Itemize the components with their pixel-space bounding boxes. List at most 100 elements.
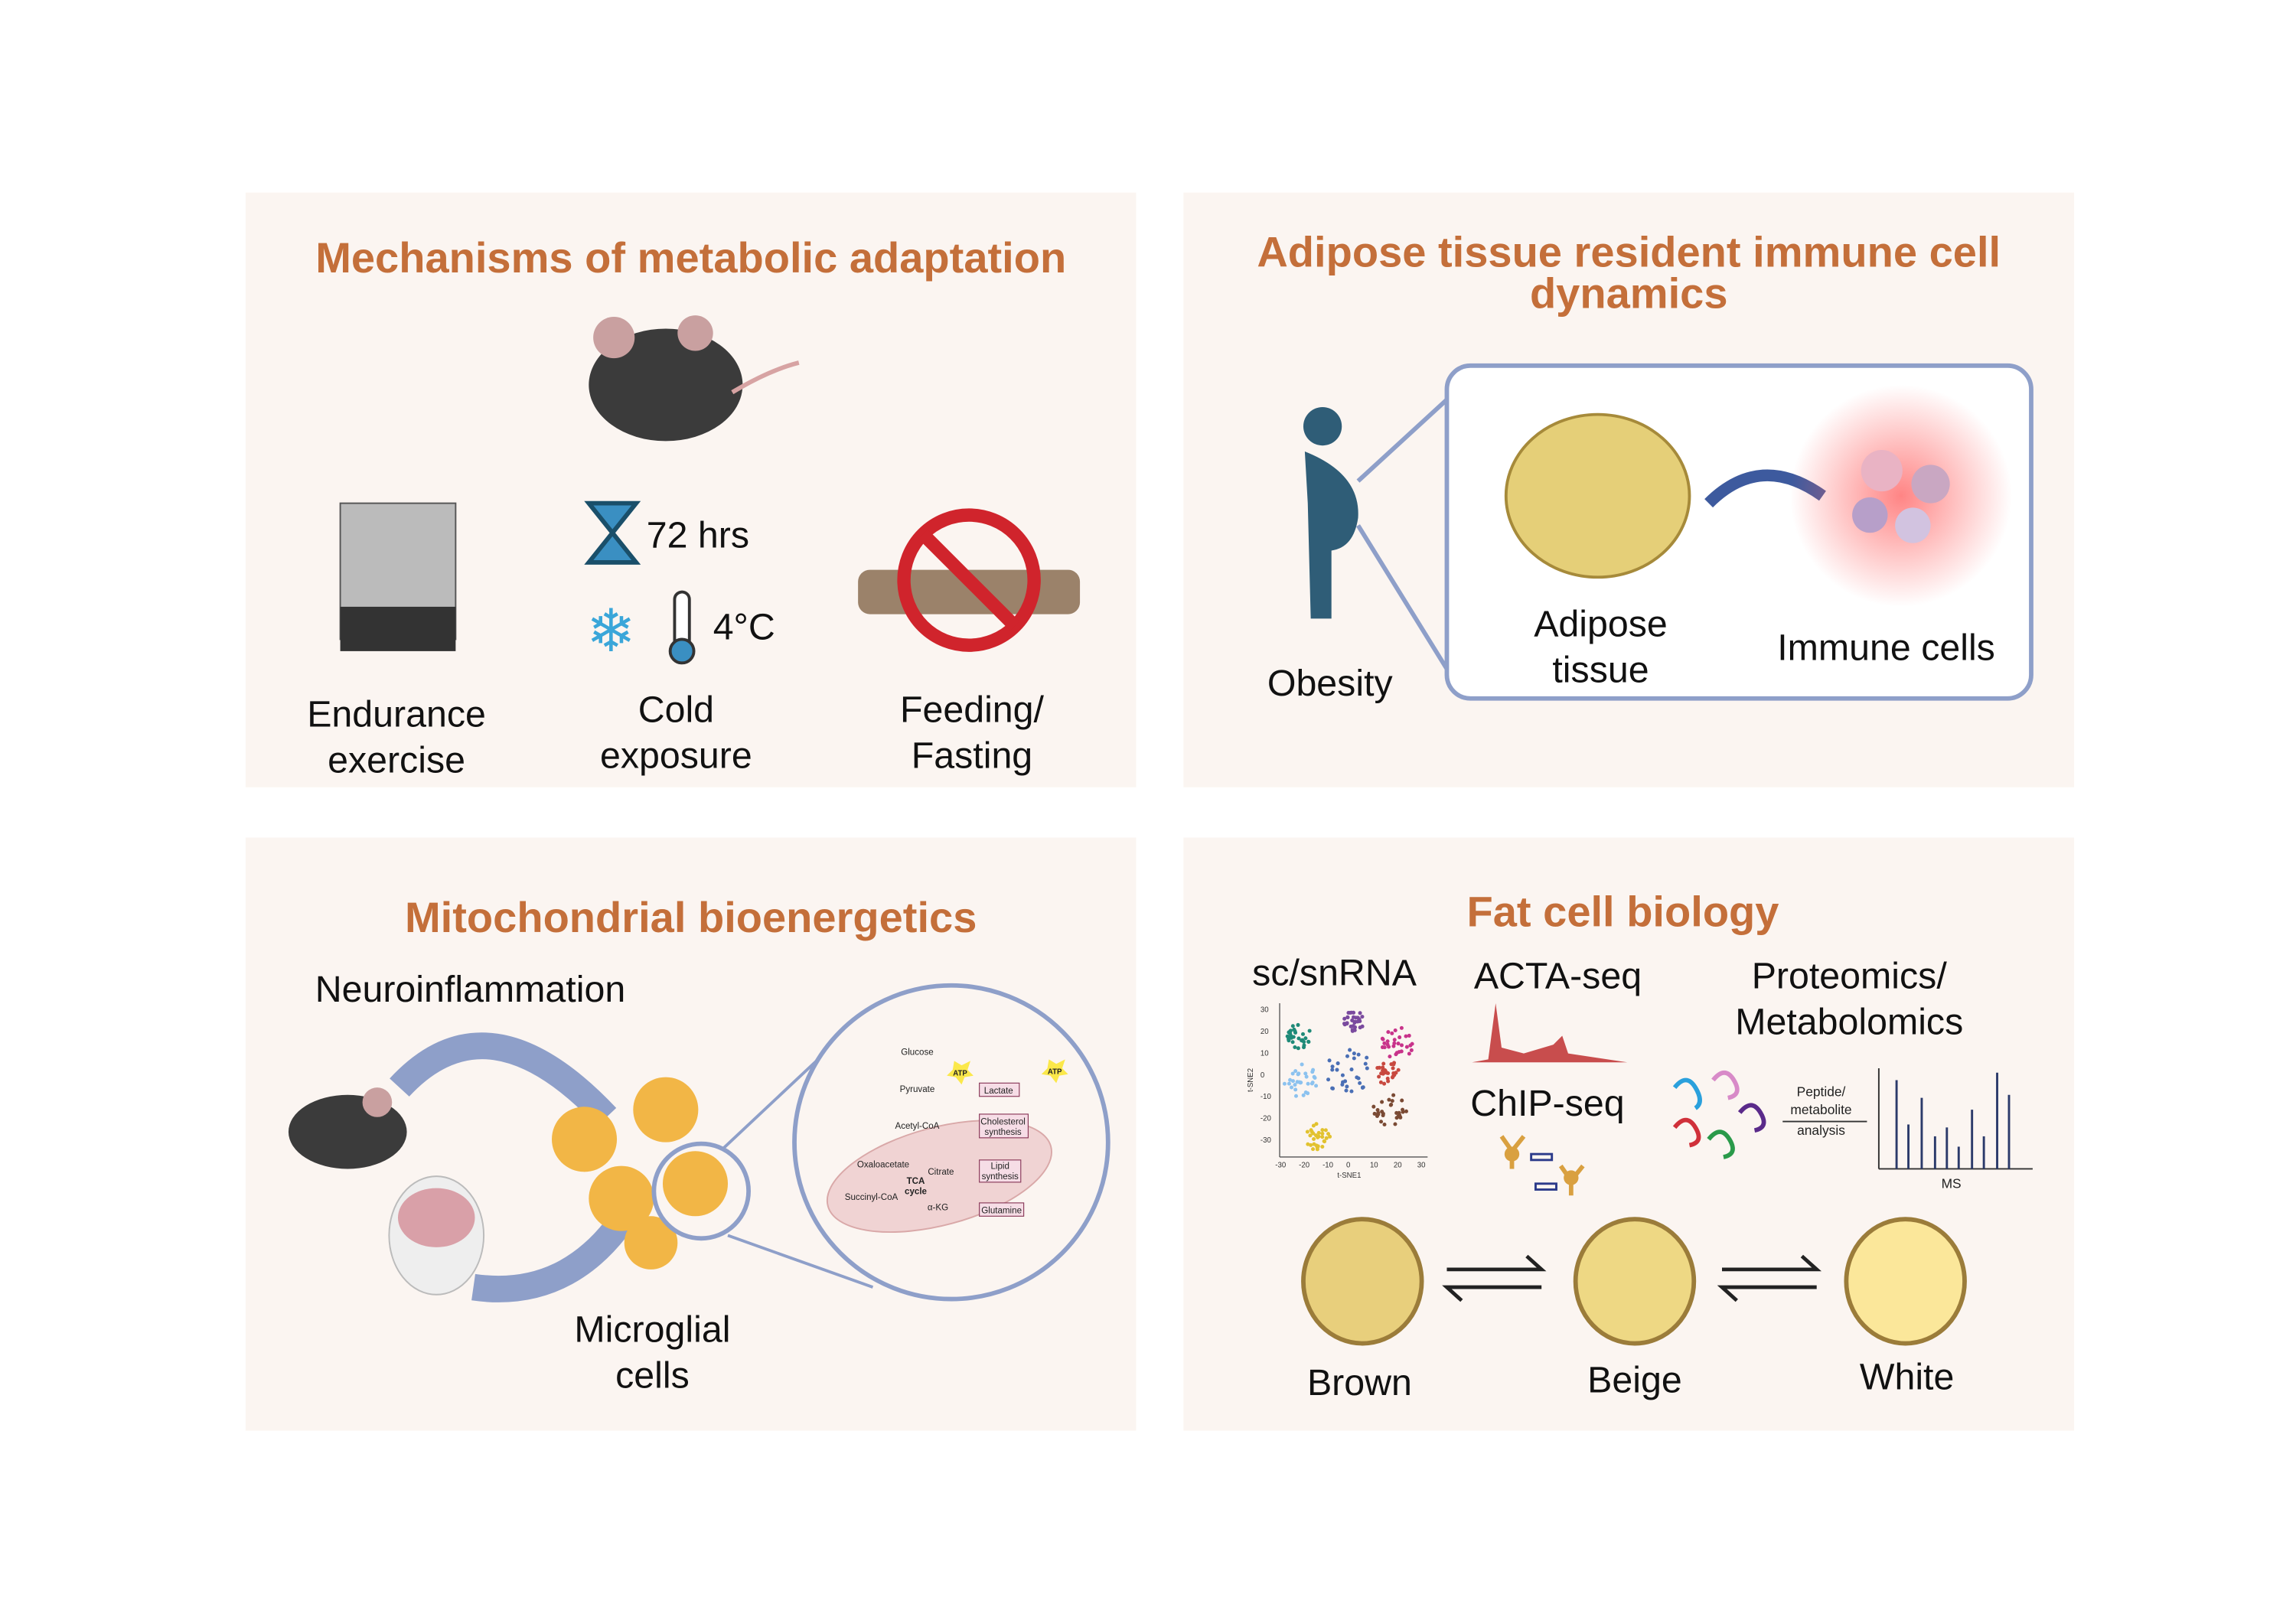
tsne-point: [1372, 1111, 1377, 1116]
label-brown: Brown: [1307, 1362, 1412, 1403]
tsne-point: [1311, 1147, 1316, 1152]
tsne-point: [1387, 1097, 1391, 1102]
tsne-point: [1358, 1025, 1362, 1030]
node-atp: ATP: [1048, 1068, 1062, 1077]
tsne-point: [1320, 1128, 1325, 1133]
node-glutamine: Glutamine: [981, 1206, 1022, 1215]
label-tissue: tissue: [1552, 649, 1649, 690]
tsne-point: [1387, 1045, 1391, 1049]
tsne-point: [1287, 1081, 1291, 1086]
label-acta: ACTA-seq: [1474, 956, 1642, 997]
label-cells: cells: [615, 1355, 690, 1397]
tsne-point: [1322, 1139, 1327, 1144]
white-adipocyte-icon: [1844, 1217, 1967, 1346]
protein-squiggles-icon: [1672, 1070, 1766, 1159]
label-endurance: Endurance: [307, 693, 486, 735]
tsne-point: [1288, 1028, 1293, 1033]
tsne-point: [1326, 1077, 1331, 1082]
tsne-point: [1340, 1073, 1345, 1077]
tsne-point: [1381, 1061, 1386, 1066]
tsne-point: [1335, 1068, 1339, 1072]
panel-title: Mechanisms of metabolic adaptation: [315, 233, 1066, 282]
label-neuroinflammation: Neuroinflammation: [315, 969, 625, 1010]
tsne-point: [1316, 1130, 1321, 1135]
tsne-point: [1393, 1122, 1397, 1126]
tsne-point: [1320, 1145, 1325, 1149]
snowflake-icon: ❄: [586, 598, 636, 664]
tsne-point: [1375, 1107, 1380, 1112]
panel-title-line1: Adipose tissue resident immune cell: [1257, 227, 2001, 275]
tsne-point: [1300, 1038, 1304, 1043]
tsne-point: [1396, 1068, 1401, 1072]
tsne-point: [1349, 1010, 1354, 1015]
tsne-point: [1363, 1061, 1368, 1066]
tsne-point: [1377, 1074, 1381, 1079]
tsne-point: [1380, 1036, 1384, 1041]
tsne-point: [1291, 1035, 1296, 1039]
label-feeding: Feeding/: [900, 689, 1045, 731]
tsne-point: [1316, 1134, 1321, 1139]
person-silhouette-icon: [1303, 406, 1358, 619]
tsne-point: [1408, 1043, 1413, 1048]
tsne-point: [1404, 1109, 1408, 1113]
label-adipose: Adipose: [1534, 604, 1668, 645]
tsne-point: [1305, 1129, 1309, 1134]
tsne-point: [1397, 1115, 1402, 1120]
brown-adipocyte-icon: [1301, 1217, 1424, 1346]
tsne-y-tick: 20: [1261, 1028, 1269, 1036]
tsne-point: [1290, 1024, 1295, 1028]
tsne-point: [1293, 1087, 1298, 1092]
node-atp: ATP: [953, 1070, 967, 1078]
node-tca-2: cycle: [905, 1187, 928, 1196]
tsne-point: [1371, 1104, 1376, 1109]
tsne-point: [1375, 1114, 1380, 1119]
tsne-point: [1409, 1048, 1414, 1052]
tsne-point: [1386, 1030, 1391, 1035]
tsne-point: [1306, 1039, 1311, 1045]
tsne-point: [1390, 1075, 1395, 1080]
tsne-point: [1394, 1051, 1399, 1055]
tsne-y-tick: 0: [1261, 1071, 1264, 1080]
panel-title: Fat cell biology: [1467, 887, 1779, 935]
node-lipid: Lipid: [990, 1162, 1009, 1171]
tsne-point: [1381, 1068, 1386, 1073]
tsne-point: [1382, 1041, 1387, 1045]
tsne-point: [1392, 1041, 1397, 1045]
tsne-x-tick: -10: [1322, 1162, 1333, 1170]
adipose-tissue-icon: [1504, 412, 1691, 579]
tsne-point: [1380, 1045, 1384, 1050]
tsne-point: [1392, 1038, 1397, 1042]
tsne-point: [1314, 1122, 1319, 1126]
hourglass-icon: [584, 500, 641, 565]
tsne-point: [1346, 1010, 1351, 1015]
label-microglial: Microglial: [574, 1309, 730, 1351]
tsne-point: [1323, 1128, 1328, 1133]
tsne-point: [1349, 1089, 1354, 1094]
tsne-point: [1394, 1110, 1399, 1115]
node-acetyl-coa: Acetyl-CoA: [895, 1122, 939, 1131]
mouse-icon: [589, 315, 800, 442]
label-exercise: exercise: [328, 739, 465, 781]
tsne-point: [1396, 1041, 1401, 1046]
tsne-point: [1287, 1038, 1291, 1043]
tsne-point: [1404, 1034, 1408, 1038]
tsne-point: [1296, 1022, 1300, 1027]
tsne-y-tick: -10: [1261, 1093, 1271, 1101]
label-exposure: exposure: [600, 735, 752, 777]
tsne-x-tick: -30: [1275, 1162, 1286, 1170]
label-metabolomics: Metabolomics: [1735, 1002, 1963, 1043]
antibody-dna-icon: [1499, 1135, 1585, 1196]
beige-adipocyte-icon: [1573, 1217, 1697, 1346]
tsne-point: [1311, 1131, 1316, 1136]
label-cold: Cold: [638, 689, 714, 731]
tsne-point: [1288, 1032, 1293, 1036]
node-oxaloacetate: Oxaloacetate: [857, 1161, 909, 1170]
panel-title: Mitochondrial bioenergetics: [405, 893, 977, 941]
tsne-point: [1385, 1039, 1390, 1044]
tsne-point: [1352, 1028, 1357, 1032]
tsne-x-tick: 10: [1370, 1162, 1378, 1170]
tsne-point: [1342, 1016, 1347, 1021]
tsne-point: [1378, 1080, 1383, 1084]
